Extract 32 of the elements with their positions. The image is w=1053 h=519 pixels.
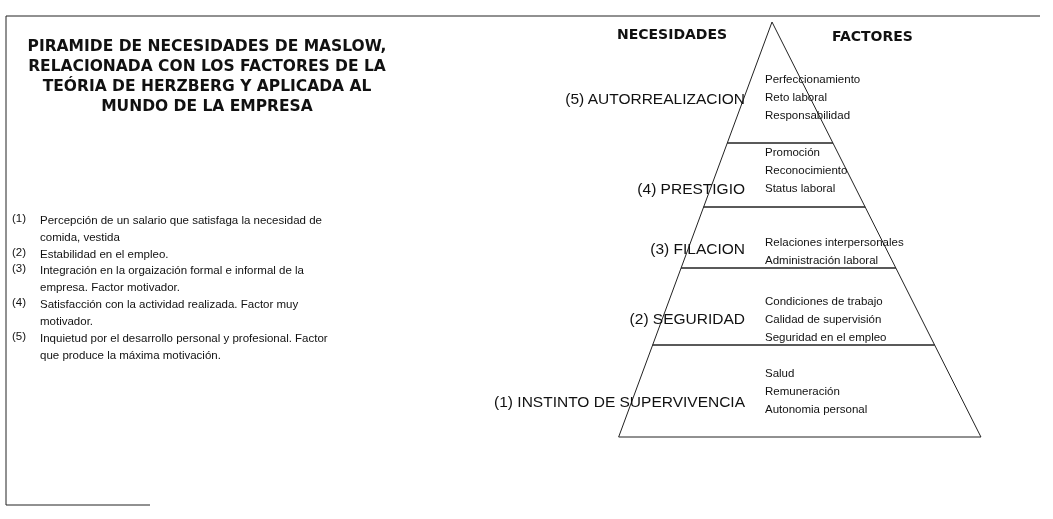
factor-text: Relaciones interpersonales [765, 236, 904, 248]
list-number: (5) [12, 330, 28, 342]
list-number: (4) [12, 296, 28, 308]
factor-text: Autonomia personal [765, 403, 868, 415]
factor-text: Perfeccionamiento [765, 73, 861, 85]
list-number: (2) [12, 246, 28, 258]
list-item-text: Estabilidad en el empleo. [40, 247, 170, 262]
need-level-label: (1) INSTINTO DE SUPERVIVENCIA [494, 393, 745, 411]
factor-text: Reconocimiento [765, 164, 848, 176]
factor-text: Salud [765, 367, 795, 379]
factor-text: Seguridad en el empleo [765, 331, 887, 343]
list-item-text: Integración en la orgaización formal e informal de la empresa. Factor motivador. [40, 263, 305, 295]
list-item-text: Percepción de un salario que satisfaga la necesidad de comida, vestida [40, 213, 323, 245]
column-header: NECESIDADES [617, 26, 728, 42]
factor-text: Reto laboral [765, 91, 827, 103]
list-item-text: Satisfacción con la actividad realizada. Factor muy motivador. [40, 297, 300, 329]
factor-text: Calidad de supervisión [765, 313, 882, 325]
need-level-label: (4) PRESTIGIO [637, 180, 745, 198]
list-number: (3) [12, 262, 28, 274]
need-level-label: (3) FILACION [650, 240, 745, 258]
factor-text: Responsabilidad [765, 109, 851, 121]
list-number: (1) [12, 212, 28, 224]
factor-text: Administración laboral [765, 254, 879, 266]
diagram-title: PIRAMIDE DE NECESIDADES DE MASLOW, RELACIONADA CON LOS FACTORES DE LA TEÓRIA DE HERZBERG Y APLICADA AL MUNDO DE LA EMPRESA [26, 36, 388, 116]
factor-text: Condiciones de trabajo [765, 295, 883, 307]
factor-text: Promoción [765, 146, 820, 158]
list-item-text: Inquietud por el desarrollo personal y profesional. Factor que produce la máxima motivación. [40, 331, 329, 363]
need-level-label: (5) AUTORREALIZACION [565, 90, 745, 108]
factor-text: Remuneración [765, 385, 840, 397]
need-level-label: (2) SEGURIDAD [629, 310, 745, 328]
factor-text: Status laboral [765, 182, 836, 194]
column-header: FACTORES [832, 28, 913, 44]
